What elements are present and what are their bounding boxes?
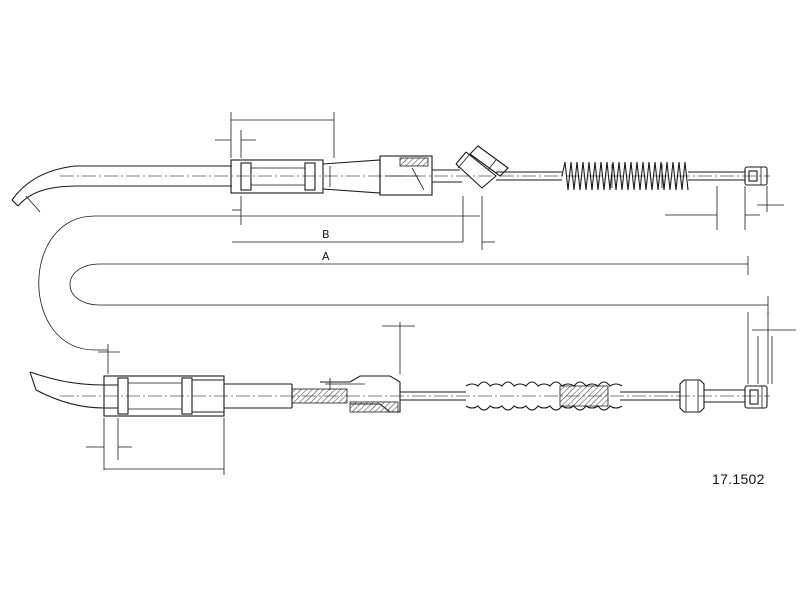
lower-bellows-boot: [465, 381, 623, 411]
lower-end-nipple: [744, 385, 768, 409]
dimension-b-label: B: [322, 228, 330, 241]
lower-dimensions: [86, 312, 796, 475]
upper-ferrule: [230, 159, 381, 194]
lower-sheath-curve: [29, 371, 118, 386]
bellows-top-edge: [465, 381, 623, 387]
upper-dimensions: B: [215, 112, 784, 250]
dimension-a-loop: A: [38, 215, 769, 351]
lower-nut-fitting: [679, 379, 745, 413]
upper-cable-assembly: [11, 145, 770, 213]
spring-coil: [561, 161, 689, 191]
part-number-label: 17.1502: [712, 471, 765, 487]
lower-adjuster-body: [291, 375, 401, 413]
lower-ferrule: [103, 375, 225, 417]
upper-return-spring: [561, 161, 689, 191]
bellows-hatch: [559, 385, 609, 407]
upper-adjuster-body: [379, 145, 509, 196]
upper-inner-wire: [496, 171, 562, 181]
lower-cable-assembly: [29, 371, 770, 417]
upper-end-nipple: [744, 166, 768, 186]
dimension-a-label: A: [322, 250, 330, 263]
upper-sheath-curve: [11, 165, 232, 201]
bellows-bottom-edge: [465, 405, 623, 411]
spring-marker: [611, 164, 663, 188]
